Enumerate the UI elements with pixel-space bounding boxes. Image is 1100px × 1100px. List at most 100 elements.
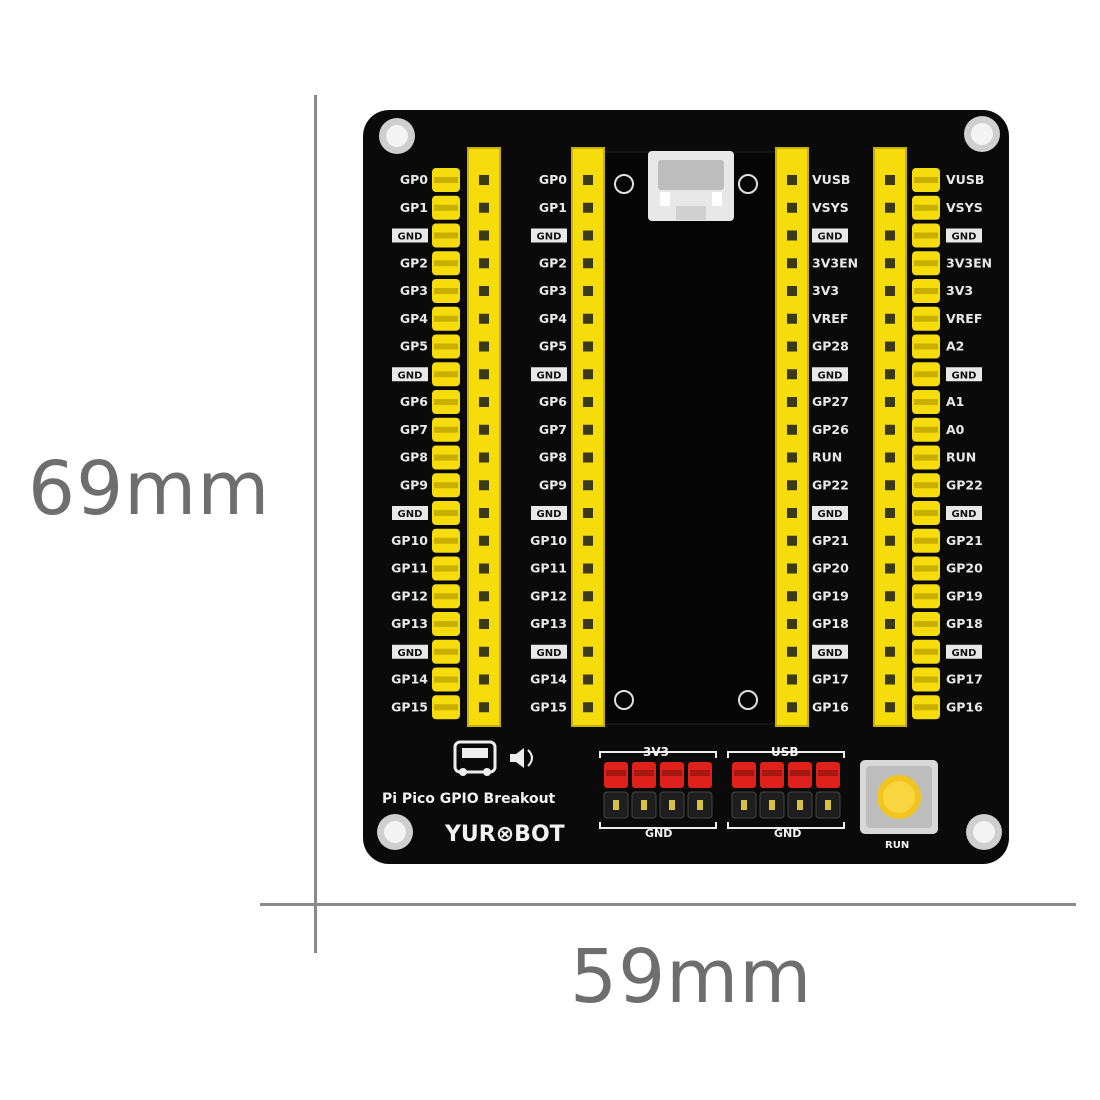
socket-hole (885, 424, 895, 435)
header-pin (912, 528, 940, 553)
socket-hole (885, 341, 895, 352)
socket-hole (885, 563, 895, 574)
socket-hole (583, 175, 593, 185)
power-header-usb (727, 751, 845, 829)
header-pin (912, 417, 940, 442)
pin-label: GND (398, 370, 423, 381)
pin-label: A2 (946, 339, 964, 354)
pin-label: VSYS (812, 200, 849, 215)
gnd-badge (812, 506, 848, 520)
header-pin (912, 362, 940, 387)
socket-hole (885, 258, 895, 269)
socket-hole (787, 286, 797, 296)
right-outer-labels: VUSBVSYSGND3V3EN3V3VREFA2GNDA1A0RUNGP22G… (946, 172, 992, 714)
pin-label: GP3 (539, 283, 567, 298)
socket-hole (583, 508, 593, 518)
right-inner-labels: VUSBVSYSGND3V3EN3V3VREFGP28GNDGP27GP26RU… (812, 172, 858, 714)
pin-label: GP4 (400, 311, 428, 326)
socket-hole (787, 258, 797, 269)
socket-hole (479, 508, 489, 518)
socket-hole (583, 313, 593, 324)
pin-label: GP18 (812, 616, 849, 631)
pin-label: GP0 (400, 172, 428, 187)
red-power-pin (816, 762, 840, 788)
pin-label: GP11 (391, 561, 428, 576)
black-gnd-pin (687, 791, 713, 819)
socket-hole (583, 452, 593, 463)
header-pin (912, 473, 940, 498)
header-pin (912, 501, 940, 525)
socket-hole (885, 286, 895, 296)
right-outer-pin-header (912, 168, 940, 720)
pin-label: GP21 (946, 533, 983, 548)
pin-label: GP17 (812, 672, 849, 687)
socket-hole (479, 175, 489, 185)
header-pin (432, 528, 460, 553)
left-outer-pin-header (432, 168, 460, 720)
power-headers (599, 751, 845, 829)
pin-label: GP13 (530, 616, 567, 631)
socket-hole (479, 535, 489, 546)
left-inner-labels: GP0GP1GNDGP2GP3GP4GP5GNDGP6GP7GP8GP9GNDG… (530, 172, 567, 714)
brand-logo-text: YUR⊗BOT (444, 822, 565, 847)
pin-label: GP11 (530, 561, 567, 576)
socket-hole (479, 424, 489, 435)
pin-label: GP13 (391, 616, 428, 631)
socket-hole (787, 674, 797, 685)
pin-label: GND (398, 648, 423, 659)
header-pin (432, 584, 460, 609)
header-pin (432, 417, 460, 442)
header-pin (912, 695, 940, 720)
socket-hole (787, 397, 797, 407)
header-pin (912, 639, 940, 664)
header-pin (432, 473, 460, 498)
pin-label: VREF (946, 311, 982, 326)
header-pin (432, 223, 460, 248)
socket-hole (479, 702, 489, 713)
pin-label: GND (818, 232, 843, 243)
power-3v3-label: 3V3 (643, 745, 669, 759)
header-pin (912, 195, 940, 220)
pin-label: A1 (946, 394, 964, 409)
left-inner-socket-strip (571, 147, 605, 727)
pin-label: GP9 (539, 477, 567, 492)
run-button[interactable] (860, 760, 938, 834)
pin-label: GP14 (530, 672, 567, 687)
pin-label: GP16 (946, 699, 983, 714)
socket-hole (885, 508, 895, 518)
left-outer-socket-strip (467, 147, 501, 727)
black-gnd-pin (631, 791, 657, 819)
red-power-pin (604, 762, 628, 788)
pin-label: RUN (946, 450, 976, 465)
socket-hole (583, 424, 593, 435)
pin-label: GND (818, 370, 843, 381)
socket-hole (583, 480, 593, 491)
socket-hole (479, 591, 489, 602)
pin-label: GP9 (400, 477, 428, 492)
pin-label: GND (398, 509, 423, 520)
socket-hole (479, 313, 489, 324)
width-dimension-label: 59mm (570, 934, 813, 1020)
gnd-badge (946, 228, 982, 243)
mounting-hole-bottom-left (377, 814, 413, 850)
pico-hole-top-right (738, 174, 758, 194)
red-power-pin (732, 762, 756, 788)
socket-hole (479, 286, 489, 296)
gnd-badge (531, 506, 567, 520)
run-button-label: RUN (885, 840, 909, 851)
power-usb-label: USB (771, 745, 799, 759)
socket-hole (787, 341, 797, 352)
socket-hole (583, 258, 593, 269)
header-pin (432, 251, 460, 276)
socket-hole (479, 619, 489, 629)
header-pin (432, 168, 460, 192)
socket-hole (583, 230, 593, 241)
header-pin (432, 362, 460, 387)
pin-label: GP20 (812, 561, 849, 576)
gnd-badge (946, 644, 982, 659)
mounting-hole-top-right (964, 116, 1000, 152)
socket-hole (787, 202, 797, 213)
pin-label: GP22 (946, 477, 983, 492)
header-pin (912, 334, 940, 359)
